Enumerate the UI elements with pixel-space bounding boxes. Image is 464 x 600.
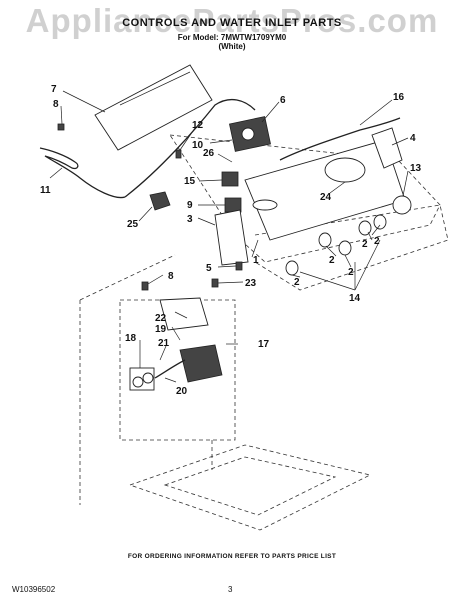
callout-16: 16: [393, 92, 405, 103]
callout-20: 20: [176, 386, 188, 397]
water-inlet-valve: [179, 344, 223, 383]
callout-3: 3: [187, 214, 193, 225]
callout-22: 22: [155, 313, 167, 324]
callout-2-a: 2: [374, 236, 380, 247]
rear-panel-ribs: [119, 71, 191, 106]
callout-9: 9: [187, 200, 193, 211]
console-end-cap: [392, 195, 412, 215]
callout-13: 13: [410, 163, 422, 174]
screw: [235, 261, 243, 271]
knob: [358, 220, 372, 236]
callout-14: 14: [349, 293, 361, 304]
screw: [211, 278, 219, 288]
cabinet-top-outline: [128, 444, 372, 531]
screw: [175, 149, 182, 159]
valve-inlet-port: [132, 376, 144, 388]
ordering-note: FOR ORDERING INFORMATION REFER TO PARTS …: [127, 553, 337, 560]
callout-17: 17: [258, 339, 270, 350]
valve-inlet-port-2: [142, 372, 154, 384]
fill-hose: [154, 359, 186, 379]
callout-1: 1: [253, 255, 259, 266]
page-number: 3: [228, 585, 233, 594]
console-end-bracket: [371, 127, 403, 169]
callout-25: 25: [127, 219, 139, 230]
rear-panel: [94, 64, 213, 151]
knob: [373, 214, 387, 230]
callout-2-c: 2: [329, 255, 335, 266]
callout-2-d: 2: [348, 267, 354, 278]
callout-5: 5: [206, 263, 212, 274]
wiring-harness: [124, 98, 256, 198]
model-variant: (White): [218, 42, 246, 51]
callout-19: 19: [155, 324, 167, 335]
callout-24: 24: [320, 192, 332, 203]
model-number: For Model: 7MWTW1709YM0: [177, 33, 287, 42]
cabinet-top-inner: [163, 456, 337, 516]
callout-8: 8: [53, 99, 59, 110]
callout-6: 6: [280, 95, 286, 106]
console-display-window: [324, 157, 366, 183]
leader-lines: [49, 90, 409, 383]
hose-guide-line: [79, 254, 176, 301]
callout-labels: 7 8 11 12 10 6 16 4 26 13 15 9 24 3 25 2…: [40, 84, 422, 397]
console-logo-badge: [252, 199, 278, 211]
callout-26: 26: [203, 148, 215, 159]
callout-7: 7: [51, 84, 57, 95]
valve-mounting-bracket: [159, 297, 209, 331]
knob: [318, 232, 332, 248]
callout-12: 12: [192, 120, 204, 131]
document-number: W10396502: [12, 585, 56, 594]
callout-23: 23: [245, 278, 257, 289]
console-wiring: [279, 117, 401, 161]
knob: [285, 260, 299, 276]
callout-21: 21: [158, 338, 170, 349]
control-cover: [214, 209, 249, 266]
screw: [141, 281, 149, 291]
callout-2-b: 2: [362, 239, 368, 250]
knob: [338, 240, 352, 256]
callout-4: 4: [410, 133, 416, 144]
callout-10: 10: [192, 140, 204, 151]
callout-2-e: 2: [294, 277, 300, 288]
callout-18: 18: [125, 333, 137, 344]
hose-clip: [149, 191, 171, 211]
timer-dial: [241, 127, 255, 141]
callout-15: 15: [184, 176, 196, 187]
screw: [57, 123, 65, 131]
diagram-title: CONTROLS AND WATER INLET PARTS: [122, 17, 342, 29]
callout-11: 11: [40, 185, 51, 196]
callout-8-lower: 8: [168, 271, 174, 282]
selector-switch: [221, 171, 239, 187]
inlet-hose-coil: [39, 147, 126, 199]
